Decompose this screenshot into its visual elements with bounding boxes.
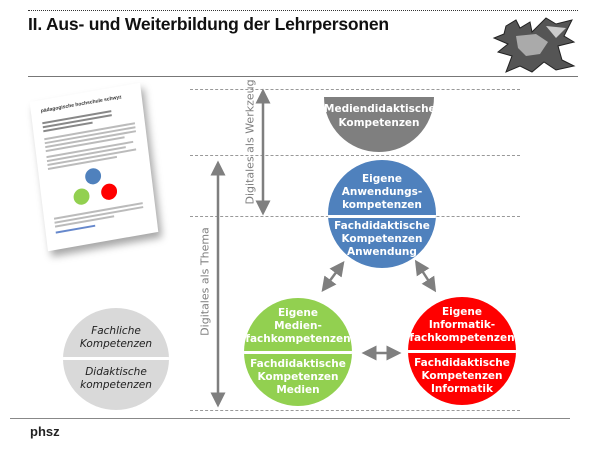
slide-title: II. Aus- und Weiterbildung der Lehrperso… [28, 14, 389, 34]
app-informatics-arrow [414, 259, 437, 293]
media-bottom-2: Kompetenzen [257, 370, 339, 383]
general-bottom-2: kompetenzen [80, 379, 152, 391]
guide-line [190, 155, 520, 156]
guide-line [190, 89, 520, 90]
media-circle[interactable]: Eigene Medien- fachkompetenzen Fachdidak… [244, 298, 352, 406]
application-bottom-1: Fachdidaktische [334, 219, 430, 232]
informatics-circle[interactable]: Eigene Informatik- fachkompetenzen Fachd… [408, 297, 516, 405]
topic-axis-label: Digitales als Thema [198, 227, 212, 336]
media-didactics-line1: Mediendidaktische [324, 103, 436, 115]
top-rule [28, 10, 578, 11]
footer-rule [10, 418, 570, 419]
application-top-3: kompetenzen [342, 199, 422, 211]
application-bottom-2: Kompetenzen [341, 232, 423, 245]
informatics-top-1: Eigene [441, 305, 482, 318]
header-rule [28, 76, 578, 77]
media-bottom-3: Medien [276, 383, 320, 396]
informatics-bottom-1: Fachdidaktische [414, 356, 510, 369]
informatics-top-2: Informatik- [428, 318, 496, 331]
footer-logo-text: phsz [30, 424, 60, 439]
media-top-2: Medien- [274, 319, 322, 332]
application-circle[interactable]: Eigene Anwendungs- kompetenzen Fachdidak… [328, 160, 436, 268]
media-bottom-1: Fachdidaktische [250, 357, 346, 370]
guide-line [190, 410, 520, 411]
application-top-1: Eigene [361, 173, 402, 185]
dragon-logo [486, 16, 578, 74]
informatics-bottom-3: Informatik [431, 382, 493, 395]
app-media-arrow [321, 260, 345, 293]
application-top-2: Anwendungs- [341, 186, 423, 198]
media-didactics-line2: Kompetenzen [338, 117, 420, 129]
informatics-bottom-2: Kompetenzen [421, 369, 503, 382]
media-top-3: fachkompetenzen [245, 332, 351, 345]
general-competences-circle[interactable]: Fachliche Kompetenzen Didaktische kompet… [63, 308, 169, 410]
general-bottom-1: Didaktische [85, 366, 147, 378]
general-top-2: Kompetenzen [79, 338, 153, 350]
media-top-1: Eigene [277, 306, 318, 319]
general-top-1: Fachliche [91, 325, 141, 337]
tool-axis-label: Digitales als Werkzeug [243, 79, 257, 205]
application-bottom-3: Anwendung [347, 245, 417, 258]
informatics-top-3: fachkompetenzen [409, 331, 515, 344]
